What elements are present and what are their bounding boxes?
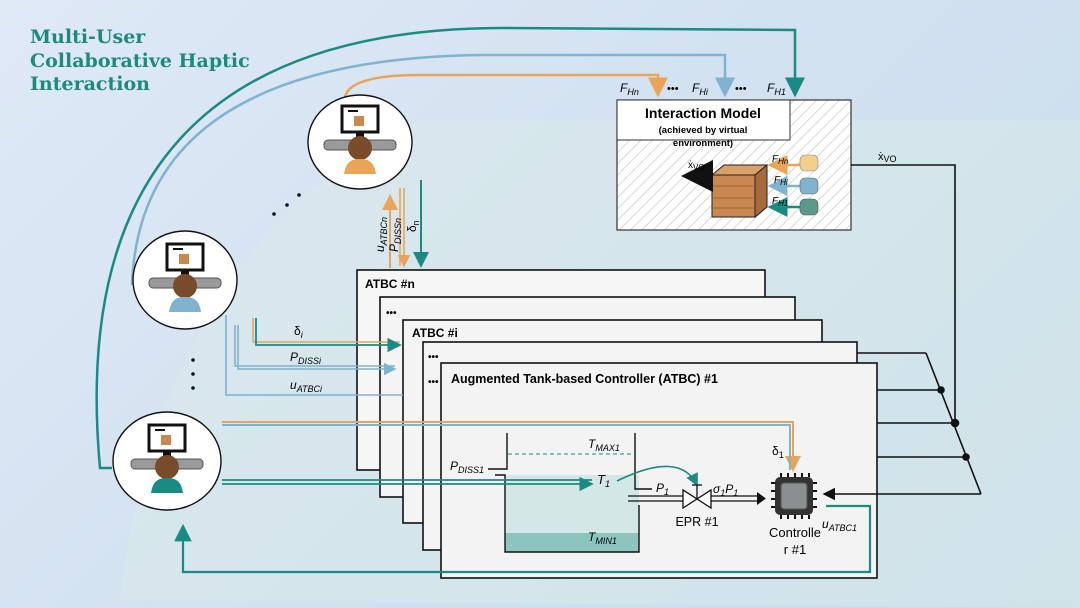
u-atbc-n-label: uATBCn bbox=[373, 217, 389, 252]
u-atbc-i-line bbox=[225, 315, 403, 396]
svg-text:TMAX1: TMAX1 bbox=[588, 437, 620, 453]
u-atbc-1-line bbox=[174, 504, 872, 574]
controller-label: Controlle bbox=[769, 525, 821, 540]
svg-text:TMIN1: TMIN1 bbox=[588, 530, 617, 546]
controller-chip-icon bbox=[771, 473, 817, 519]
title-line: Interaction bbox=[30, 73, 150, 95]
delta-1-line bbox=[222, 421, 801, 472]
title-line: Multi-User bbox=[30, 26, 146, 48]
velocity-output-label: ẋVO bbox=[878, 151, 897, 164]
svg-text:•••: ••• bbox=[667, 83, 679, 95]
person-head-icon bbox=[155, 455, 179, 479]
svg-text:FHn: FHn bbox=[772, 154, 789, 166]
svg-text:•••: ••• bbox=[386, 308, 397, 319]
p-diss-i-line bbox=[237, 325, 397, 376]
title-line: Collaborative Haptic bbox=[30, 49, 250, 72]
svg-text:T1: T1 bbox=[597, 472, 610, 489]
svg-text:ẋVO: ẋVO bbox=[688, 160, 705, 172]
force-h1-arc bbox=[95, 26, 805, 470]
svg-text:FHi: FHi bbox=[692, 81, 709, 97]
force-labels: FHn ••• FHi ••• FH1 bbox=[620, 81, 786, 97]
svg-text:σ1P1: σ1P1 bbox=[713, 482, 738, 498]
diagram-title: Multi-User Collaborative Haptic Interact… bbox=[30, 26, 250, 97]
p-diss-n-label: PDISSn bbox=[387, 218, 403, 252]
atbc-1-title: Augmented Tank-based Controller (ATBC) #… bbox=[451, 372, 718, 386]
broadcast-lines bbox=[857, 352, 982, 495]
svg-text:ATBC #n: ATBC #n bbox=[365, 277, 415, 291]
svg-text:P1: P1 bbox=[656, 481, 669, 497]
energy-tank: TMAX1 TMIN1 T1 PDISS1 P1 bbox=[450, 433, 698, 553]
user-n-avatar bbox=[307, 94, 413, 190]
delta-i-line bbox=[255, 318, 402, 353]
virtual-object-box-icon bbox=[710, 163, 769, 219]
delta-i-label: δi bbox=[294, 324, 304, 340]
delta-1-label: δ1 bbox=[772, 444, 784, 460]
delta-1-line-b bbox=[222, 424, 791, 470]
person-head-icon bbox=[348, 136, 372, 160]
u-atbc-i-label: uATBCi bbox=[290, 378, 323, 394]
person-head-icon bbox=[173, 274, 197, 298]
epr-valve: EPR #1 σ1P1 bbox=[628, 482, 766, 529]
u-atbc-1-label: uATBC1 bbox=[822, 517, 857, 533]
force-hn-arc bbox=[343, 73, 668, 98]
more-users-ellipsis bbox=[191, 193, 301, 390]
svg-text:FHn: FHn bbox=[620, 81, 639, 97]
svg-text:PDISS1: PDISS1 bbox=[450, 459, 484, 475]
interaction-model-title: Interaction Model bbox=[645, 105, 761, 121]
user-1-avatar bbox=[112, 411, 222, 511]
svg-text:•••: ••• bbox=[428, 352, 439, 363]
controller-label: r #1 bbox=[784, 542, 806, 557]
hand-icons bbox=[799, 154, 819, 216]
p-diss-i-label: PDISSi bbox=[290, 350, 322, 366]
force-hi-arc bbox=[130, 53, 735, 286]
svg-text:environment): environment) bbox=[673, 138, 733, 149]
delta-n-label: δn bbox=[405, 220, 421, 232]
svg-text:•••: ••• bbox=[735, 83, 747, 95]
interaction-model: Interaction Model (achieved by virtual e… bbox=[616, 99, 852, 231]
svg-text:ATBC #i: ATBC #i bbox=[412, 326, 458, 340]
svg-text:EPR #1: EPR #1 bbox=[675, 515, 718, 529]
svg-text:FH1: FH1 bbox=[772, 196, 788, 208]
svg-text:(achieved by virtual: (achieved by virtual bbox=[659, 125, 748, 136]
user-i-avatar bbox=[132, 230, 238, 330]
svg-text:FH1: FH1 bbox=[767, 81, 786, 97]
velocity-feedback-line bbox=[851, 164, 956, 424]
svg-text:•••: ••• bbox=[428, 377, 439, 388]
svg-text:FHi: FHi bbox=[774, 175, 788, 187]
